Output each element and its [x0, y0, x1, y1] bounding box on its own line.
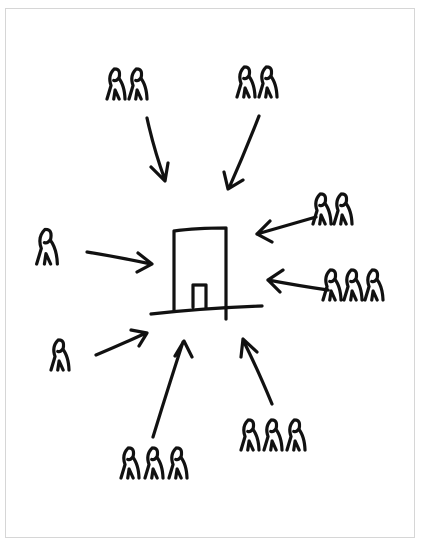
people-group-right-middle [323, 270, 383, 300]
person-icon [344, 270, 362, 300]
people-group-right-upper [313, 194, 352, 224]
person-icon [287, 420, 305, 450]
person-icon [121, 448, 139, 478]
person-icon [169, 448, 187, 478]
arrow-right-upper [257, 217, 316, 242]
arrow-bottom-left [153, 341, 192, 437]
people-group-left-lower [51, 340, 69, 370]
building-icon [151, 228, 262, 319]
arrows [87, 116, 328, 437]
person-icon [241, 420, 259, 450]
person-icon [365, 270, 383, 300]
people-group-top-left [107, 69, 147, 99]
person-icon [37, 229, 58, 264]
people-group-bottom-left [121, 448, 187, 478]
arrow-left-upper [87, 252, 152, 272]
person-icon [51, 340, 69, 370]
arrow-left-lower [96, 330, 147, 355]
person-icon [313, 194, 331, 224]
person-icon [145, 448, 163, 478]
arrow-bottom-right [241, 339, 272, 404]
arrow-top-right [224, 116, 259, 189]
people-group-top-right [237, 67, 277, 97]
person-icon [107, 69, 125, 99]
person-icon [323, 270, 341, 300]
door-icon [193, 285, 206, 308]
people-groups [37, 67, 383, 478]
person-icon [334, 194, 352, 224]
person-icon [237, 67, 255, 97]
arrow-top-left [147, 118, 168, 181]
people-group-bottom-right [241, 420, 305, 450]
person-icon [259, 67, 277, 97]
person-icon [264, 420, 282, 450]
people-group-left-upper [37, 229, 58, 264]
person-icon [129, 69, 147, 99]
arrow-right-middle [268, 270, 328, 292]
